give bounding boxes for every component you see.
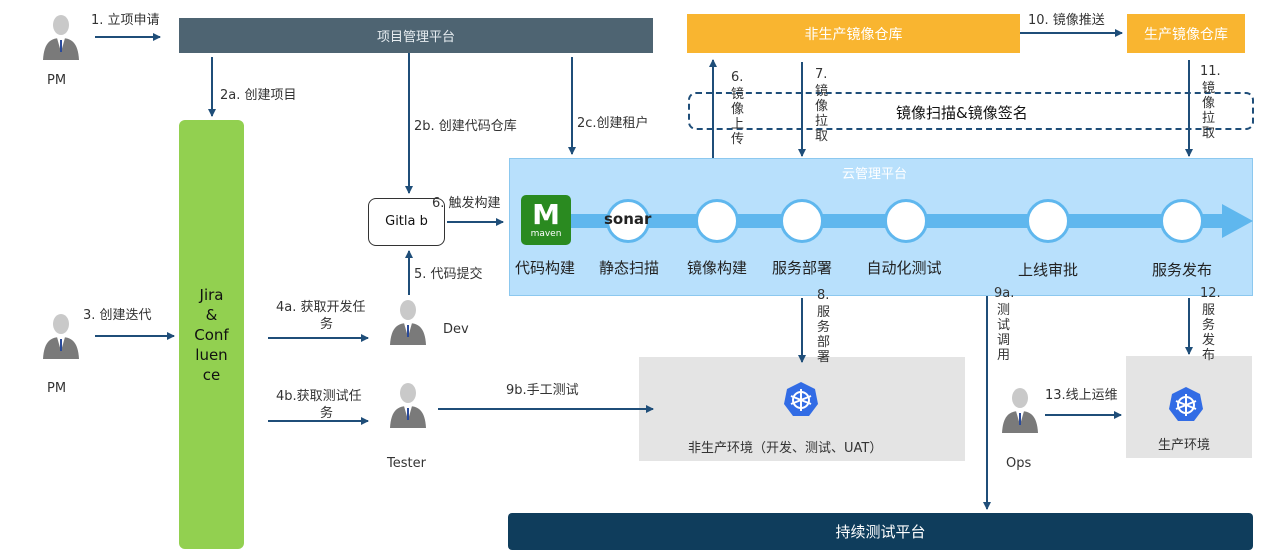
- gitlab-label: Gitla b: [385, 214, 428, 229]
- step-13-label: 13.线上运维: [1045, 388, 1118, 403]
- step-4a-label-line2: 务: [320, 317, 334, 332]
- stage-label-service-release: 服务发布: [1151, 261, 1213, 279]
- kubernetes-icon: [783, 381, 819, 417]
- person-icon-ops: [1000, 385, 1040, 433]
- step-9b-label: 9b.手工测试: [506, 383, 579, 398]
- step-4b-label-line1: 4b.获取测试任: [276, 389, 362, 404]
- step-4b-label-line2: 务: [320, 406, 334, 421]
- step-6-upload-number: 6.: [731, 70, 744, 85]
- step-8-label: 服务部署: [817, 305, 831, 365]
- maven-icon-text: maven: [530, 229, 562, 239]
- stage-label-static-scan: 静态扫描: [598, 259, 660, 277]
- person-icon-pm2: [41, 311, 81, 359]
- image-scan-sign-region: [688, 92, 1254, 130]
- stage-label-code-build: 代码构建: [514, 259, 576, 277]
- continuous-testing-platform: 持续测试平台: [508, 513, 1253, 550]
- step-4a-label-line1: 4a. 获取开发任: [276, 300, 366, 315]
- step-3-label: 3. 创建迭代: [83, 308, 152, 323]
- kubernetes-icon: [1168, 386, 1204, 422]
- stage-label-service-deploy: 服务部署: [771, 259, 833, 277]
- step-9a-number: 9a.: [994, 286, 1015, 301]
- jira-confluence-label: Jira & Conf luen ce: [194, 285, 229, 384]
- image-scan-sign-label: 镜像扫描&镜像签名: [896, 104, 1028, 122]
- project-management-platform-label: 项目管理平台: [376, 30, 455, 45]
- service-deploy-stage-node: [780, 199, 824, 243]
- step-12-number: 12.: [1200, 286, 1221, 301]
- nonprod-environment-label: 非生产环境（开发、测试、UAT）: [688, 441, 883, 456]
- stage-label-release-approval: 上线审批: [1017, 261, 1079, 279]
- person-label-dev: Dev: [443, 322, 469, 337]
- service-release-stage-node: [1160, 199, 1204, 243]
- project-management-platform: 项目管理平台: [179, 18, 653, 53]
- step-1-label: 1. 立项申请: [91, 13, 160, 28]
- step-7-pull-label: 镜像拉取: [815, 84, 829, 144]
- gitlab-box: Gitla b: [368, 198, 445, 246]
- maven-icon-letter: M: [532, 198, 560, 231]
- maven-icon: M maven: [521, 195, 571, 245]
- cloud-management-platform-title: 云管理平台: [842, 167, 908, 182]
- stage-label-auto-test: 自动化测试: [866, 259, 942, 277]
- step-2b-label: 2b. 创建代码仓库: [414, 119, 517, 134]
- prod-environment-label: 生产环境: [1158, 438, 1211, 453]
- nonprod-image-registry-label: 非生产镜像仓库: [804, 26, 903, 43]
- step-10-label: 10. 镜像推送: [1028, 13, 1105, 28]
- release-approval-stage-node: [1026, 199, 1070, 243]
- step-7-pull-number: 7.: [815, 67, 828, 82]
- person-label-pm1: PM: [47, 73, 67, 88]
- step-8-number: 8.: [817, 288, 830, 303]
- pipeline-arrowhead: [1222, 204, 1253, 238]
- step-6-trigger-label: 6. 触发构建: [432, 196, 501, 211]
- step-6-upload-label: 镜像上传: [731, 87, 745, 147]
- continuous-testing-platform-label: 持续测试平台: [835, 523, 926, 541]
- person-label-tester: Tester: [387, 456, 426, 471]
- step-9a-label: 测试调用: [997, 303, 1011, 363]
- person-icon-dev: [388, 297, 428, 345]
- step-2a-label: 2a. 创建项目: [220, 88, 297, 103]
- step-11-number: 11.: [1200, 64, 1221, 79]
- auto-test-stage-node: [884, 199, 928, 243]
- person-icon-pm1: [41, 12, 81, 60]
- step-11-label: 镜像拉取: [1202, 81, 1216, 141]
- stage-label-image-build: 镜像构建: [686, 259, 748, 277]
- step-12-label: 服务发布: [1202, 303, 1216, 363]
- prod-image-registry: 生产镜像仓库: [1127, 14, 1245, 53]
- prod-image-registry-label: 生产镜像仓库: [1144, 26, 1228, 43]
- person-icon-tester: [388, 380, 428, 428]
- sonar-stage-node: [606, 199, 650, 243]
- image-build-stage-node: [695, 199, 739, 243]
- sonar-icon-text: sonar: [604, 210, 652, 228]
- step-2c-label: 2c.创建租户: [577, 116, 649, 131]
- person-label-ops: Ops: [1006, 456, 1032, 471]
- jira-confluence-box: Jira & Conf luen ce: [179, 120, 244, 549]
- person-label-pm2: PM: [47, 381, 67, 396]
- step-5-label: 5. 代码提交: [414, 267, 483, 282]
- nonprod-image-registry: 非生产镜像仓库: [687, 14, 1020, 53]
